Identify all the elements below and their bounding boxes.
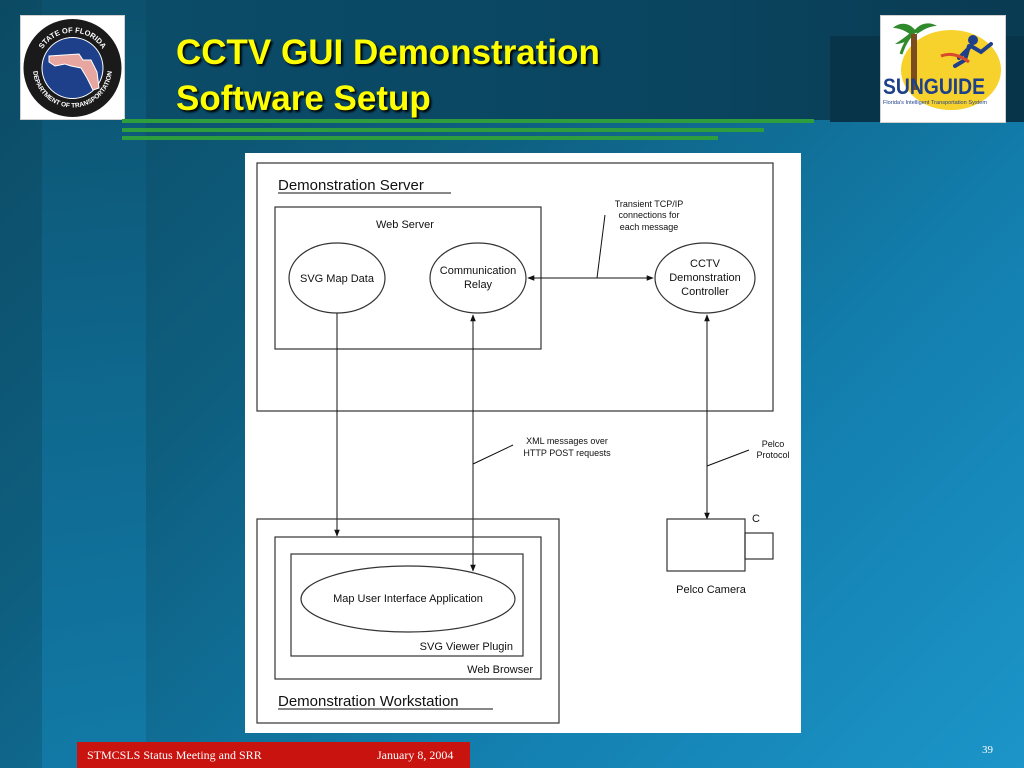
fdot-seal-logo: STATE OF FLORIDA DEPARTMENT OF TRANSPORT…: [20, 15, 125, 120]
cctv-controller-node: [654, 242, 756, 314]
demo-server-box: [256, 162, 774, 412]
green-rule-3: [122, 136, 718, 140]
cctv-controller-label-1: CCTV: [690, 258, 721, 270]
pelco-camera-label: Pelco Camera: [676, 584, 747, 596]
sunguide-graphic: SUNGUIDE Florida's Intelligent Transport…: [883, 23, 1001, 110]
svg-viewer-plugin-label: SVG Viewer Plugin: [420, 641, 513, 653]
tcp-note-line-1: Transient TCP/IP: [615, 199, 684, 209]
slide-title: CCTV GUI Demonstration Software Setup: [176, 30, 600, 122]
communication-relay-node: [429, 242, 527, 314]
green-rule-1: [122, 119, 814, 123]
cctv-controller-label-3: Controller: [681, 286, 729, 298]
xml-note-line-1: XML messages over: [526, 436, 608, 446]
pelco-callout-line: [706, 449, 750, 467]
slide-title-line-2: Software Setup: [176, 79, 431, 118]
pelco-camera-body: [666, 518, 746, 572]
camera-mark-label: C: [752, 513, 760, 525]
pelco-note-line-2: Protocol: [756, 450, 789, 460]
web-browser-label: Web Browser: [467, 664, 533, 676]
map-ui-application-node: [300, 565, 516, 633]
demo-server-label: Demonstration Server: [278, 177, 424, 194]
demo-workstation-box: [256, 518, 560, 724]
sunguide-tagline-text: Florida's Intelligent Transportation Sys…: [883, 100, 987, 106]
tcp-callout-line: [596, 214, 606, 279]
tcp-note-line-2: connections for: [618, 210, 679, 220]
web-server-label: Web Server: [376, 219, 434, 231]
architecture-diagram: Demonstration Server Web Server SVG Map …: [245, 153, 801, 733]
map-ui-application-label: Map User Interface Application: [333, 593, 483, 605]
slide-title-line-1: CCTV GUI Demonstration: [176, 33, 600, 72]
fdot-seal-graphic: STATE OF FLORIDA DEPARTMENT OF TRANSPORT…: [23, 19, 122, 117]
communication-relay-label-2: Relay: [464, 279, 493, 291]
svg-viewer-plugin-box: [290, 553, 524, 657]
tcp-note-line-3: each message: [620, 222, 679, 232]
communication-relay-label-1: Communication: [440, 265, 516, 277]
architecture-diagram-svg: Demonstration Server Web Server SVG Map …: [256, 162, 790, 724]
footer-date-text: January 8, 2004: [377, 748, 454, 762]
page-number: 39: [982, 744, 993, 756]
pelco-note-line-1: Pelco: [762, 439, 785, 449]
sunguide-logo: SUNGUIDE Florida's Intelligent Transport…: [880, 15, 1006, 123]
green-rule-2: [122, 128, 764, 132]
footer-meeting-text: STMCSLS Status Meeting and SRR: [87, 748, 262, 762]
cctv-controller-label-2: Demonstration: [669, 272, 741, 284]
demo-workstation-label: Demonstration Workstation: [278, 693, 459, 710]
footer-bar: STMCSLS Status Meeting and SRR January 8…: [77, 742, 470, 768]
sunguide-name-text: SUNGUIDE: [883, 74, 985, 99]
xml-callout-line: [472, 444, 514, 465]
xml-note-line-2: HTTP POST requests: [523, 448, 611, 458]
svg-map-data-label: SVG Map Data: [300, 273, 375, 285]
web-browser-box: [274, 536, 542, 680]
pelco-camera-lens: [744, 532, 774, 560]
